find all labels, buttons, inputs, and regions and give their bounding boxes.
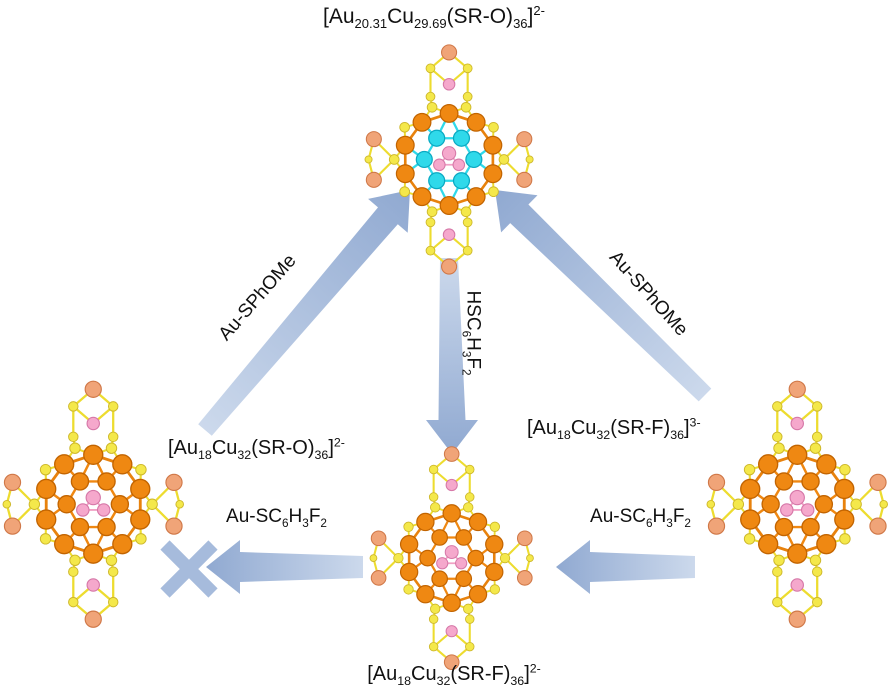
arrow-bottom-to-left-blocked — [206, 540, 363, 594]
subscript: 36 — [670, 428, 684, 442]
arrow-top-to-bottom — [426, 258, 478, 454]
reagent-text: H — [652, 506, 667, 527]
subscript: 36 — [314, 448, 329, 462]
subscript: 2 — [684, 516, 691, 530]
subscript: 32 — [237, 448, 252, 462]
subscript: 2 — [459, 369, 473, 376]
cluster-structure-right — [705, 379, 889, 629]
reagent-text: H — [288, 506, 303, 527]
arrow-right-to-top — [495, 190, 712, 402]
subscript: 3 — [302, 516, 309, 530]
reagent-text: F — [308, 506, 321, 527]
superscript: 3- — [689, 415, 701, 430]
subscript: 2 — [320, 516, 327, 530]
formula-segment: ] — [328, 437, 334, 459]
subscript: 36 — [510, 674, 525, 688]
formula-top-cluster: [Au20.31Cu29.69(SR-O)36]2- — [234, 3, 634, 32]
formula-segment: [Au — [323, 5, 355, 28]
formula-segment: (SR-O) — [446, 5, 514, 28]
formula-segment: (SR-F) — [450, 663, 511, 685]
arrow-label-bottom-to-left: Au-SC6H3F2 — [209, 506, 344, 530]
subscript: 6 — [281, 516, 289, 530]
superscript: 2- — [333, 435, 345, 450]
formula-segment: Cu — [411, 663, 437, 685]
formula-segment: [Au — [367, 663, 398, 685]
cluster-structure-top — [363, 43, 535, 276]
subscript: 20.31 — [354, 16, 388, 32]
formula-segment: Cu — [387, 5, 414, 28]
subscript: 18 — [557, 428, 571, 442]
cluster-structure-bottom — [368, 445, 535, 671]
formula-segment: ] — [524, 663, 530, 685]
reagent-text: Au-SC — [590, 506, 646, 527]
subscript: 36 — [513, 16, 528, 32]
formula-segment: Cu — [211, 437, 238, 459]
superscript: 2- — [533, 3, 545, 18]
subscript: 32 — [596, 428, 611, 442]
superscript: 2- — [529, 661, 541, 676]
formula-segment: [Au — [168, 437, 199, 459]
subscript: 18 — [397, 674, 412, 688]
subscript: 3 — [666, 516, 673, 530]
reagent-text: H — [462, 337, 484, 351]
formula-segment: (SR-F) — [610, 417, 671, 439]
blocked-x-icon — [160, 540, 218, 598]
reagent-text: HSC — [462, 290, 484, 331]
formula-segment: (SR-O) — [251, 437, 315, 459]
formula-segment: Cu — [570, 417, 597, 439]
formula-left-cluster: [Au18Cu32(SR-O)36]2- — [168, 435, 345, 462]
subscript: 6 — [645, 516, 653, 530]
arrow-label-right-to-bottom: Au-SC6H3F2 — [573, 506, 708, 530]
arrow-right-to-bottom — [556, 540, 695, 594]
arrow-left-to-top — [198, 190, 410, 436]
cluster-structure-left — [1, 379, 185, 629]
formula-segment: [Au — [527, 417, 558, 439]
reagent-text: F — [462, 357, 484, 369]
formula-segment: ] — [683, 417, 690, 439]
formula-segment: ] — [527, 5, 534, 28]
formula-right-cluster: [Au18Cu32(SR-F)36]3- — [527, 415, 701, 442]
arrow-label-vertical: HSC6H3F2 — [459, 271, 484, 396]
subscript: 18 — [198, 448, 212, 462]
subscript: 29.69 — [413, 16, 447, 32]
reagent-text: F — [672, 506, 685, 527]
reagent-text: Au-SC — [226, 506, 282, 527]
formula-bottom-cluster: [Au18Cu32(SR-F)36]2- — [314, 661, 594, 688]
subscript: 32 — [436, 674, 451, 688]
